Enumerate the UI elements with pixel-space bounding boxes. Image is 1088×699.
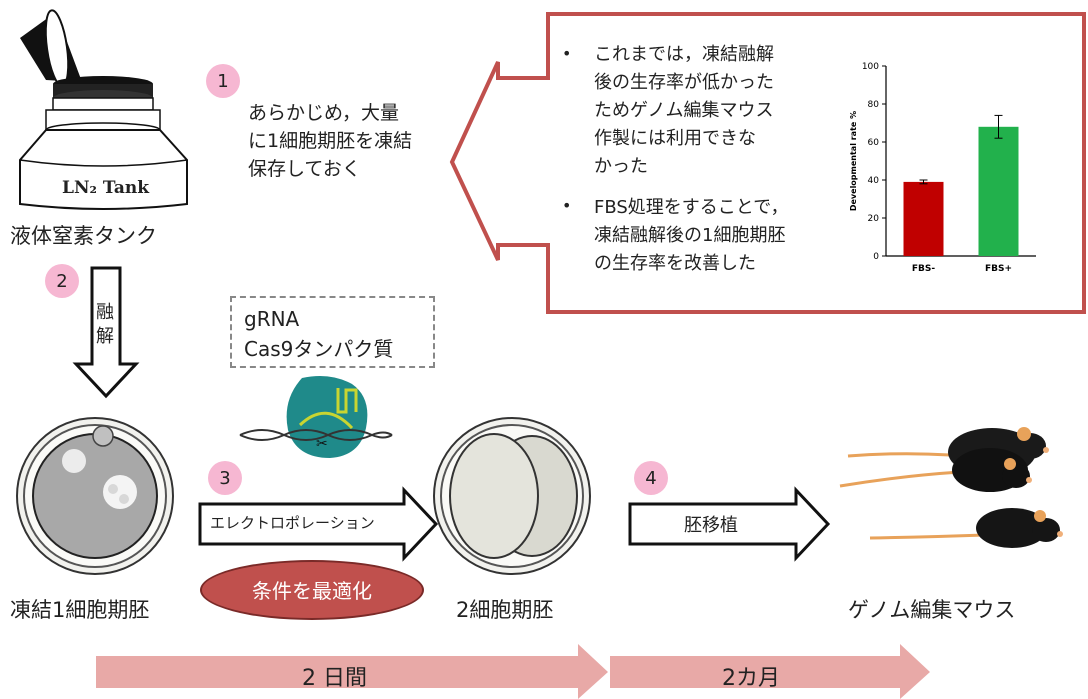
bullet1-line: ためゲノム編集マウス [594,100,774,121]
chart-y-tick-label: 60 [868,138,880,148]
label-two-cell: 2細胞期胚 [456,598,554,622]
transfer-label: 胚移植 [684,515,738,536]
thaw-label-1: 融 [96,302,114,323]
tank-label: LN₂ Tank [62,178,150,198]
electroporation-label: エレクトロポレーション [210,514,375,532]
bullet1-line: かった [594,156,648,177]
step-2-badge: 2 [45,264,79,298]
step-1-badge: 1 [206,64,240,98]
step-3-badge: 3 [208,461,242,495]
step1-line-1: あらかじめ，大量 [248,102,400,124]
thaw-label-2: 解 [96,326,114,347]
bullet-dot-2: • [562,196,572,215]
bullet1-line: これまでは，凍結融解 [594,44,774,65]
chart-y-tick-label: 80 [868,100,880,110]
reagent-cas9: Cas9タンパク質 [244,337,394,361]
label-genome-edited-mouse: ゲノム編集マウス [848,598,1016,622]
chart-y-tick-label: 0 [873,252,879,262]
step1-line-3: 保存しておく [248,158,361,180]
chart-y-tick-label: 100 [862,62,879,72]
bullet1-line: 作製には利用できな [594,128,756,149]
svg-text:✂: ✂ [316,436,328,452]
reagent-box [230,296,435,368]
step1-line-2: に1細胞期胚を凍結 [248,130,413,152]
timeline-two-days: 2 日間 [302,666,367,691]
chart-category-label: FBS+ [985,264,1012,274]
chart-category-label: FBS- [912,264,935,274]
tank-caption: 液体窒素タンク [10,224,157,248]
chart-y-axis-label: Developmental rate % [849,111,858,211]
bullet2-line: の生存率を改善した [594,253,756,274]
reagent-grna: gRNA [244,307,300,331]
optimize-label: 条件を最適化 [252,579,372,603]
chart-bar [978,126,1019,256]
bullet2-line: FBS処理をすることで， [594,197,789,218]
chart-y-tick-label: 40 [868,176,880,186]
label-frozen-embryo: 凍結1細胞期胚 [10,598,150,622]
bullet-dot-1: • [562,44,572,63]
optimize-ellipse [200,560,424,620]
bullet2-line: 凍結融解後の1細胞期胚 [594,225,786,246]
step-4-badge: 4 [634,461,668,495]
bullet1-line: 後の生存率が低かった [594,72,774,93]
chart-bar [903,181,944,256]
timeline-two-months: 2カ月 [722,666,780,691]
chart-y-tick-label: 20 [868,214,880,224]
